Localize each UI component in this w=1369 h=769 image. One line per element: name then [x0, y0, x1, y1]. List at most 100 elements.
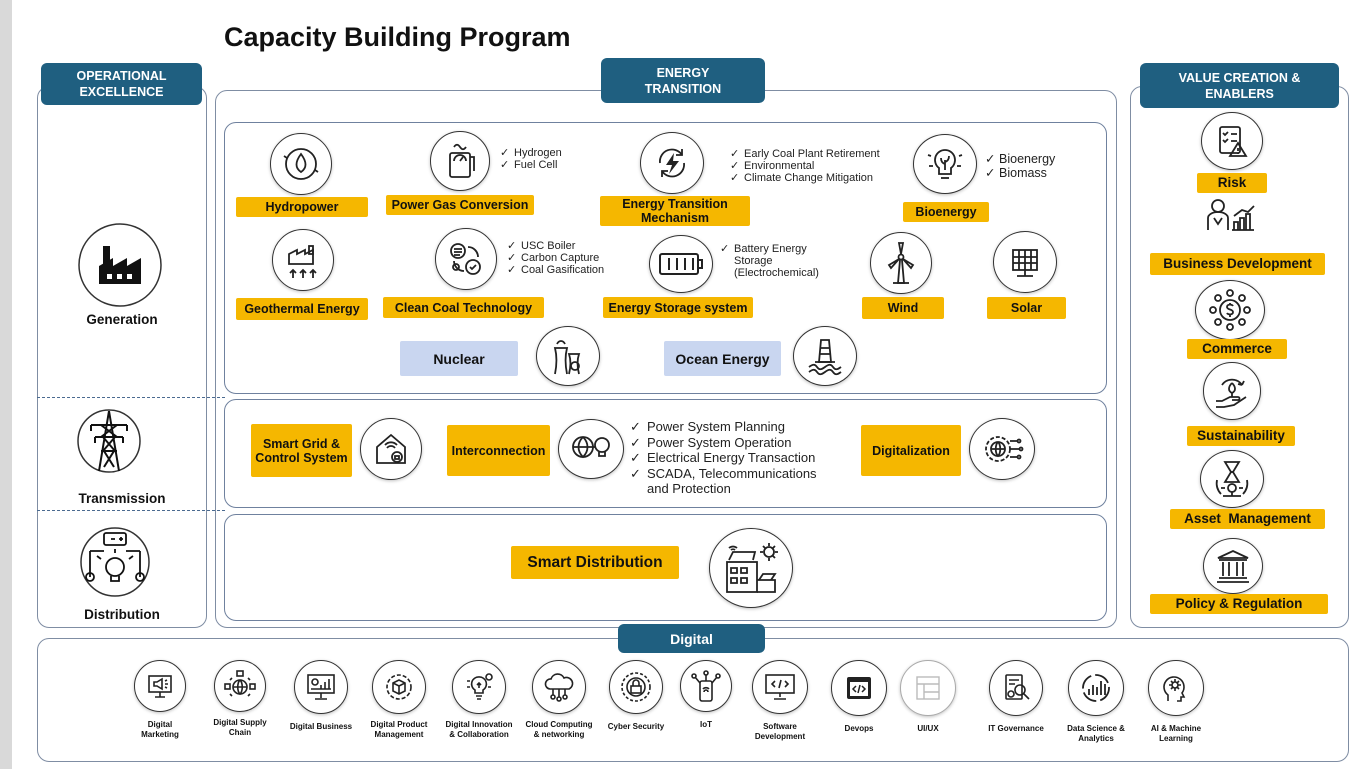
code-monitor-icon [752, 660, 808, 714]
interconnection-icon [558, 419, 624, 479]
innovation-bulb-icon [452, 660, 506, 714]
power-gas-checklist: ✓Hydrogen ✓Fuel Cell [500, 147, 562, 171]
ai-brain-icon [1148, 660, 1204, 716]
checklist-item: ✓SCADA, Telecommunications [630, 465, 817, 481]
checklist-item: ✓Battery Energy [720, 243, 807, 255]
digital-innovation-item: Digital Innovation& Collaboration [438, 660, 520, 739]
checklist-item: ✓Carbon Capture [507, 252, 600, 264]
page-title: Capacity Building Program [224, 22, 571, 52]
checklist-item: ✓Early Coal Plant Retirement [730, 148, 880, 160]
cloud-computing-item: Cloud Computing& networking [520, 660, 598, 739]
commerce-label: Commerce [1187, 339, 1287, 359]
cyber-security-item: Cyber Security [598, 660, 674, 732]
generation-box [224, 122, 1107, 394]
wind-label: Wind [862, 297, 944, 319]
sustainability-label: Sustainability [1187, 426, 1295, 446]
iot-phone-icon [680, 660, 732, 712]
interconnection-label: Interconnection [447, 425, 550, 476]
checklist-item: ✓Hydrogen [500, 147, 562, 159]
checklist-item: Storage [734, 255, 773, 267]
hydropower-icon [270, 133, 332, 195]
nuclear-label: Nuclear [400, 341, 518, 376]
geothermal-label: Geothermal Energy [236, 298, 368, 320]
transmission-tower-icon [77, 405, 141, 477]
transmission-box [224, 399, 1107, 508]
energy-transition-mechanism-icon [640, 132, 704, 194]
business-monitor-icon [294, 660, 348, 714]
ui-ux-layout-icon [900, 660, 956, 716]
asset-management-icon [1200, 450, 1264, 508]
risk-checklist-icon [1201, 112, 1263, 170]
megaphone-icon [134, 660, 186, 712]
ui-ux-item: UI/UX [896, 660, 960, 734]
sustainability-icon [1203, 362, 1261, 420]
checklist-item: and Protection [647, 481, 731, 496]
etm-checklist: ✓Early Coal Plant Retirement ✓Environmen… [730, 148, 880, 184]
smart-distribution-label: Smart Distribution [511, 546, 679, 579]
factory-icon [77, 222, 163, 308]
clean-coal-checklist: ✓USC Boiler ✓Carbon Capture ✓Coal Gasifi… [507, 240, 604, 276]
distribution-label: Distribution [84, 607, 160, 622]
clean-coal-label: Clean Coal Technology [383, 297, 544, 318]
checklist-item: ✓Climate Change Mitigation [730, 172, 874, 184]
transmission-label: Transmission [78, 491, 166, 506]
etm-label: Energy Transition Mechanism [600, 196, 750, 226]
policy-building-icon [1203, 538, 1263, 594]
checklist-item: ✓Environmental [730, 160, 815, 172]
checklist-item: ✓Biomass [985, 166, 1047, 180]
digital-business-item: Digital Business [282, 660, 360, 732]
checklist-item: ✓Power System Planning [630, 419, 786, 434]
hydropower-label: Hydropower [236, 197, 368, 217]
analytics-chart-icon [1068, 660, 1124, 716]
generation-label: Generation [86, 312, 158, 327]
asset-management-label: Asset Management [1170, 509, 1325, 529]
geothermal-icon [272, 229, 334, 291]
commerce-coin-icon [1195, 280, 1265, 340]
security-lock-icon [609, 660, 663, 714]
solar-panel-icon [993, 231, 1057, 293]
solar-label: Solar [987, 297, 1066, 319]
cloud-network-icon [532, 660, 586, 714]
wind-turbine-icon [870, 232, 932, 294]
bioenergy-label: Bioenergy [903, 202, 989, 222]
offshore-platform-icon [793, 326, 857, 386]
devops-window-icon [831, 660, 887, 716]
data-science-item: Data Science &Analytics [1056, 660, 1136, 743]
digital-globe-gear-icon [969, 418, 1035, 480]
distribution-bulb-icon [76, 525, 154, 599]
energy-transition-header: ENERGY TRANSITION [601, 58, 765, 103]
checklist-item: (Electrochemical) [734, 267, 819, 279]
digitalization-label: Digitalization [861, 425, 961, 476]
checklist-item: ✓Coal Gasification [507, 264, 605, 276]
divider-generation-transmission [37, 397, 225, 398]
checklist-item: ✓Bioenergy [985, 152, 1056, 166]
distribution-box [224, 514, 1107, 621]
supply-chain-globe-icon [214, 660, 266, 712]
clean-coal-icon [435, 228, 497, 290]
iot-item: IoT [674, 660, 738, 730]
bioenergy-icon [913, 134, 977, 194]
business-development-icon [1198, 196, 1260, 244]
checklist-item: ✓Fuel Cell [500, 159, 558, 171]
storage-checklist: ✓Battery Energy Storage (Electrochemical… [720, 243, 819, 279]
storage-label: Energy Storage system [603, 297, 753, 318]
divider-transmission-distribution [37, 510, 225, 511]
checklist-item: ✓USC Boiler [507, 240, 576, 252]
left-gutter [0, 0, 12, 769]
risk-label: Risk [1197, 173, 1267, 193]
devops-item: Devops [822, 660, 896, 734]
bioenergy-checklist: ✓Bioenergy ✓Biomass [985, 152, 1055, 180]
policy-regulation-label: Policy & Regulation [1150, 594, 1328, 614]
smart-grid-label: Smart Grid & Control System [251, 424, 352, 477]
checklist-item: ✓Power System Operation [630, 434, 792, 450]
interconnection-checklist: ✓Power System Planning ✓Power System Ope… [630, 419, 817, 497]
power-gas-icon [430, 131, 490, 191]
it-governance-item: IT Governance [974, 660, 1058, 734]
operational-header: OPERATIONAL EXCELLENCE [41, 63, 202, 105]
value-creation-header: VALUE CREATION & ENABLERS [1140, 63, 1339, 108]
